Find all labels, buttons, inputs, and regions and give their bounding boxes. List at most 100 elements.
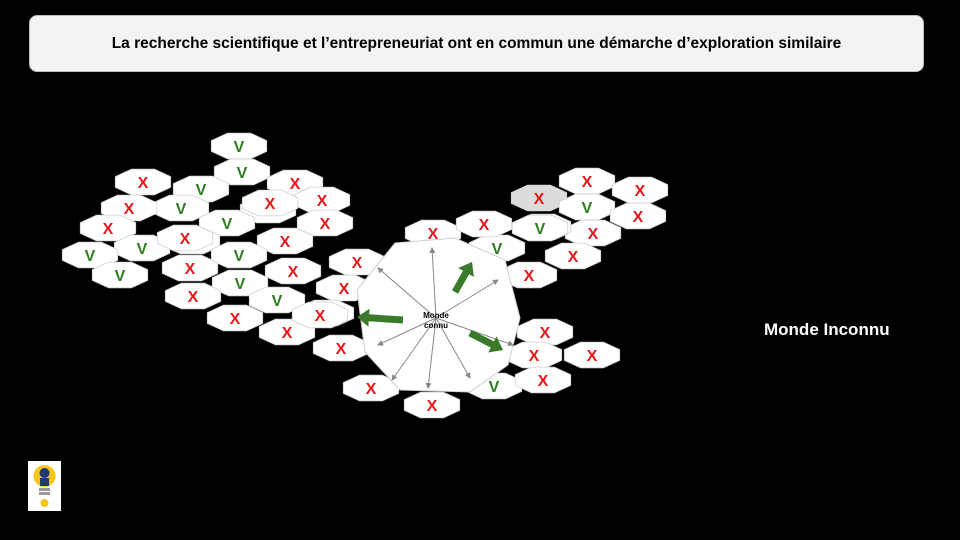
exploration-arrow (377, 267, 437, 319)
failure-mark: X (280, 234, 291, 251)
success-cell: V (213, 158, 271, 186)
failure-cell: X (241, 189, 299, 217)
failure-cell: X (161, 254, 219, 282)
failure-mark: X (427, 398, 438, 415)
failure-mark: X (320, 216, 331, 233)
failure-cell: X (296, 209, 354, 237)
success-direction-arrow (468, 329, 503, 353)
known-world-label-line2: connu (424, 321, 448, 330)
failure-cell: X (544, 242, 602, 270)
failure-cell: X (403, 391, 461, 419)
page-title: La recherche scientifique et l’entrepren… (111, 34, 842, 52)
failure-cell: X (510, 184, 568, 212)
failure-cell: X (79, 214, 137, 242)
failure-cell: X (264, 257, 322, 285)
failure-cell: X (609, 202, 667, 230)
cell-shape (210, 241, 268, 269)
failure-mark: X (138, 175, 149, 192)
failure-mark: X (633, 209, 644, 226)
failure-mark: X (124, 201, 135, 218)
failure-cell: X (256, 227, 314, 255)
failure-mark: X (635, 183, 646, 200)
success-direction-arrow (357, 308, 404, 327)
exploration-arrow (429, 247, 437, 319)
success-mark: V (222, 216, 233, 233)
failure-mark: X (188, 289, 199, 306)
cell-shape (161, 254, 219, 282)
failure-cell: X (558, 167, 616, 195)
failure-mark: X (582, 174, 593, 191)
unknown-world-label: Monde Inconnu (764, 320, 890, 339)
failure-cell: X (312, 334, 370, 362)
failure-mark: X (265, 196, 276, 213)
success-mark: V (582, 200, 593, 217)
success-mark: V (272, 293, 283, 310)
failure-cell: X (564, 219, 622, 247)
failure-mark: X (185, 261, 196, 278)
failure-mark: X (339, 281, 350, 298)
failure-cell: X (164, 282, 222, 310)
failure-cell: X (611, 176, 669, 204)
cell-shape (164, 282, 222, 310)
failure-cell: X (514, 366, 572, 394)
failure-mark: X (529, 348, 540, 365)
success-mark: V (234, 139, 245, 156)
cell-shape (198, 209, 256, 237)
failure-cell: X (328, 248, 386, 276)
success-mark: V (137, 241, 148, 258)
success-cell: V (211, 269, 269, 297)
failure-mark: X (524, 268, 535, 285)
success-cell: V (511, 214, 569, 242)
failure-mark: X (534, 191, 545, 208)
cell-shape (609, 202, 667, 230)
cell-shape (264, 257, 322, 285)
title-banner: La recherche scientifique et l’entrepren… (29, 15, 924, 72)
failure-mark: X (288, 264, 299, 281)
success-mark: V (234, 248, 245, 265)
cell-shape (213, 158, 271, 186)
cells-layer: VVXVXXVVXXXVVXXVVVXXVXXXVXVXVXXXXXVXXXVX… (61, 132, 669, 419)
failure-mark: X (538, 373, 549, 390)
failure-mark: X (587, 348, 598, 365)
cell-shape (296, 209, 354, 237)
cell-shape (403, 391, 461, 419)
cell-shape (256, 227, 314, 255)
success-cell: V (248, 286, 306, 314)
cell-shape (91, 261, 149, 289)
failure-mark: X (568, 249, 579, 266)
failure-mark: X (230, 311, 241, 328)
exploration-arrow (377, 317, 437, 346)
exploration-arrow (435, 317, 471, 379)
exploration-arrow (425, 317, 437, 389)
cell-shape (211, 269, 269, 297)
success-cell: V (61, 241, 119, 269)
success-cell: V (210, 132, 268, 160)
failure-mark: X (588, 226, 599, 243)
cell-shape (206, 304, 264, 332)
success-mark: V (85, 248, 96, 265)
cell-shape (61, 241, 119, 269)
failure-cell: X (114, 168, 172, 196)
cell-shape (563, 341, 621, 369)
failure-mark: X (290, 176, 301, 193)
exploration-arrow (391, 317, 437, 381)
cell-shape (79, 214, 137, 242)
failure-cell: X (516, 318, 574, 346)
failure-cell: X (563, 341, 621, 369)
success-mark: V (492, 241, 503, 258)
failure-mark: X (336, 341, 347, 358)
failure-mark: X (180, 231, 191, 248)
success-cell: V (91, 261, 149, 289)
failure-cell: X (455, 210, 513, 238)
failure-mark: X (479, 217, 490, 234)
failure-mark: X (366, 381, 377, 398)
cell-shape (544, 242, 602, 270)
cell-shape (248, 286, 306, 314)
success-direction-arrow (452, 262, 474, 294)
failure-mark: X (282, 325, 293, 342)
failure-mark: X (540, 325, 551, 342)
cell-shape (241, 189, 299, 217)
success-mark: V (235, 276, 246, 293)
cell-shape (114, 168, 172, 196)
